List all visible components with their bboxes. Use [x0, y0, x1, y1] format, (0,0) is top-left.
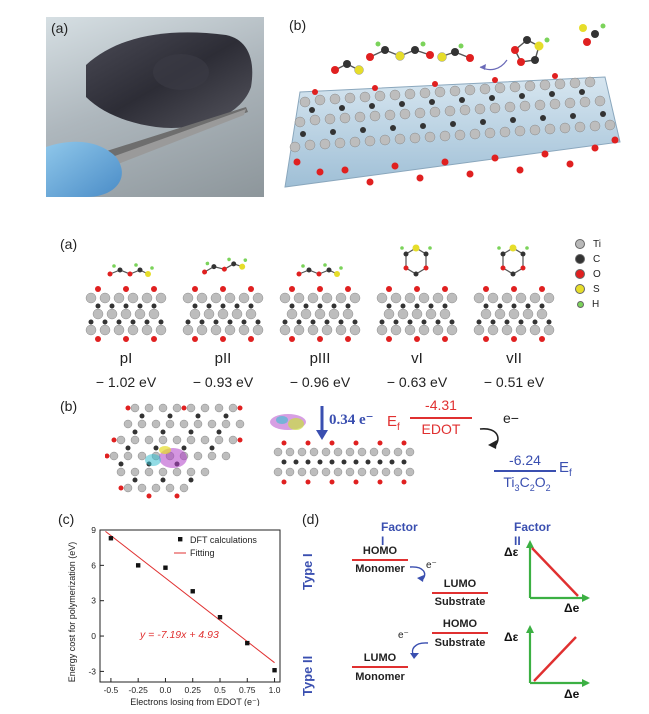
config-energy-pI: − 1.02 eV [95, 374, 157, 390]
factor2-plot-increasing: Δε Δe [504, 625, 590, 699]
charge-density-side-view [270, 406, 415, 485]
h-atom-icon [577, 300, 584, 308]
top-panel-a-label: (a) [51, 20, 69, 36]
config-name-vI: vI [411, 350, 423, 367]
legend-dft-label: DFT calculations [190, 535, 257, 545]
charge-transfer-value: 0.34 e⁻ [329, 412, 374, 428]
type1-lumo-line [432, 592, 488, 594]
adsorption-configurations [85, 243, 555, 343]
bottom-panel-d-label: (d) [302, 511, 320, 527]
y-tick-label: 0 [91, 631, 96, 641]
x-tick-label: -0.5 [104, 685, 119, 695]
type2-substrate-label: Substrate [434, 637, 486, 649]
edot-level-value: -4.31 [425, 397, 457, 413]
data-point [217, 614, 223, 620]
plot-frame [99, 529, 281, 683]
legend-c: C [575, 252, 601, 267]
y-tick-label: 9 [91, 525, 96, 535]
o-atom-icon [575, 269, 585, 280]
factor-2-heading: Factor II [514, 520, 551, 548]
substrate-level-value: -6.24 [509, 452, 541, 468]
mid-panel-a-label: (a) [60, 236, 78, 252]
type1-homo-line [352, 559, 408, 561]
transfer-electron-label: e− [503, 410, 519, 426]
factor-1-heading: Factor I [381, 520, 418, 548]
c-atom-icon [575, 254, 585, 265]
factor2-delta-e-label-1: Δe [564, 601, 580, 612]
data-point [163, 565, 168, 570]
x-tick-label: 0.25 [184, 685, 201, 695]
data-point [108, 536, 114, 541]
type1-curved-arrow-icon [409, 566, 426, 582]
legend-fit-label: Fitting [190, 548, 215, 558]
type-1-label: Type I [300, 553, 315, 590]
x-tick-label: 0.75 [239, 685, 256, 695]
s-atom-icon [575, 284, 585, 295]
curved-arrow-icon [479, 428, 499, 449]
type2-curved-arrow-icon [410, 642, 429, 659]
substrate-ef-label: Ef [559, 459, 572, 479]
x-tick-label: -0.25 [128, 685, 148, 695]
type-2-label: Type II [300, 655, 315, 696]
config-name-pI: pI [119, 350, 133, 367]
fitting-line [105, 530, 275, 664]
x-tick-label: 0.5 [214, 685, 226, 695]
factor2-delta-eps-label-2: Δε [504, 630, 519, 644]
config-energy-pII: − 0.93 eV [192, 374, 254, 390]
config-name-vII: vII [506, 350, 522, 367]
ti-atom-icon [575, 239, 585, 250]
config-energy-vI: − 0.63 eV [386, 374, 448, 390]
config-energy-vII: − 0.51 eV [483, 374, 545, 390]
photo-panel: (a) [46, 17, 264, 197]
type2-electron-label: e⁻ [398, 630, 409, 641]
x-tick-label: 1.0 [269, 685, 281, 695]
data-point [190, 589, 195, 594]
type1-electron-label: e⁻ [426, 560, 437, 571]
config-energy-pIII: − 0.96 eV [289, 374, 351, 390]
substrate-name: Ti3C2O2 [503, 474, 551, 493]
top-panel-b-label: (b) [289, 17, 307, 33]
y-axis-label: Energy cost for polymerization (eV) [67, 542, 77, 683]
edot-ef-label: Ef [387, 413, 400, 433]
type2-homo-line [432, 632, 488, 634]
legend-dft-marker [178, 537, 183, 542]
config-name-pIII: pIII [309, 350, 331, 367]
bottom-panel-c-label: (c) [58, 511, 75, 527]
fit-equation: y = -7.19x + 4.93 [139, 629, 219, 641]
legend-h: H [575, 297, 601, 312]
data-point [272, 668, 277, 673]
y-tick-label: 6 [91, 560, 96, 570]
data-point [135, 563, 141, 568]
type1-substrate-label: Substrate [434, 596, 486, 608]
factor2-delta-e-label-2: Δe [564, 687, 580, 699]
legend-s: S [575, 282, 601, 297]
atom-legend: Ti C O S H [575, 237, 601, 312]
type2-homo-label: HOMO [442, 618, 478, 630]
type1-monomer-label: Monomer [355, 563, 405, 575]
substrate-level-line [494, 470, 556, 472]
type1-homo-label: HOMO [362, 545, 398, 557]
type1-lumo-label: LUMO [443, 578, 477, 590]
edot-level-line [410, 417, 472, 419]
type2-lumo-line [352, 666, 408, 668]
mid-panel-b-label: (b) [60, 398, 78, 414]
photo-mxene-film [46, 32, 253, 197]
x-tick-label: 0.0 [160, 685, 172, 695]
charge-density-top-view [105, 403, 245, 499]
factor2-delta-eps-label-1: Δε [504, 545, 519, 559]
legend-ti: Ti [575, 237, 601, 252]
data-point [245, 640, 250, 646]
y-tick-label: 3 [91, 596, 96, 606]
type2-lumo-label: LUMO [363, 652, 397, 664]
energy-cost-chart: -0.5 -0.25 0.0 0.25 0.5 0.75 1.0 -3 0 3 6 9 DFT cal… [67, 525, 281, 706]
factor2-plot-decreasing: Δε Δe [504, 540, 590, 612]
x-axis-label: Electrons losing from EDOT (e⁻) [130, 697, 260, 706]
config-name-pII: pII [214, 350, 232, 367]
y-tick-label: -3 [88, 666, 96, 676]
type2-monomer-label: Monomer [355, 671, 405, 683]
edot-name: EDOT [421, 421, 461, 437]
mxene-slab-illustration [284, 23, 621, 188]
legend-o: O [575, 267, 601, 282]
